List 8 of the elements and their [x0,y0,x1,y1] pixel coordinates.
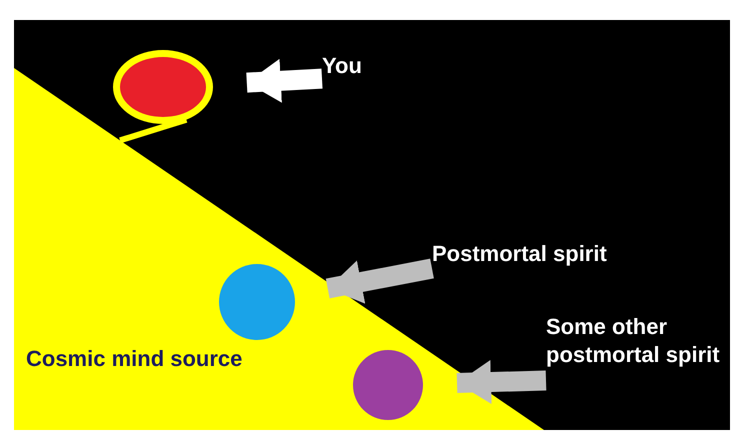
connector-stalk [119,116,188,144]
spirit-label: Some other postmortal spirit [546,313,726,403]
spirit-label: Postmortal spirit [432,240,672,270]
you-label: You [322,52,382,80]
block-arrow [246,58,323,103]
block-arrow [326,258,434,304]
block-arrow [456,360,546,404]
region-label: Cosmic mind source [26,346,242,372]
